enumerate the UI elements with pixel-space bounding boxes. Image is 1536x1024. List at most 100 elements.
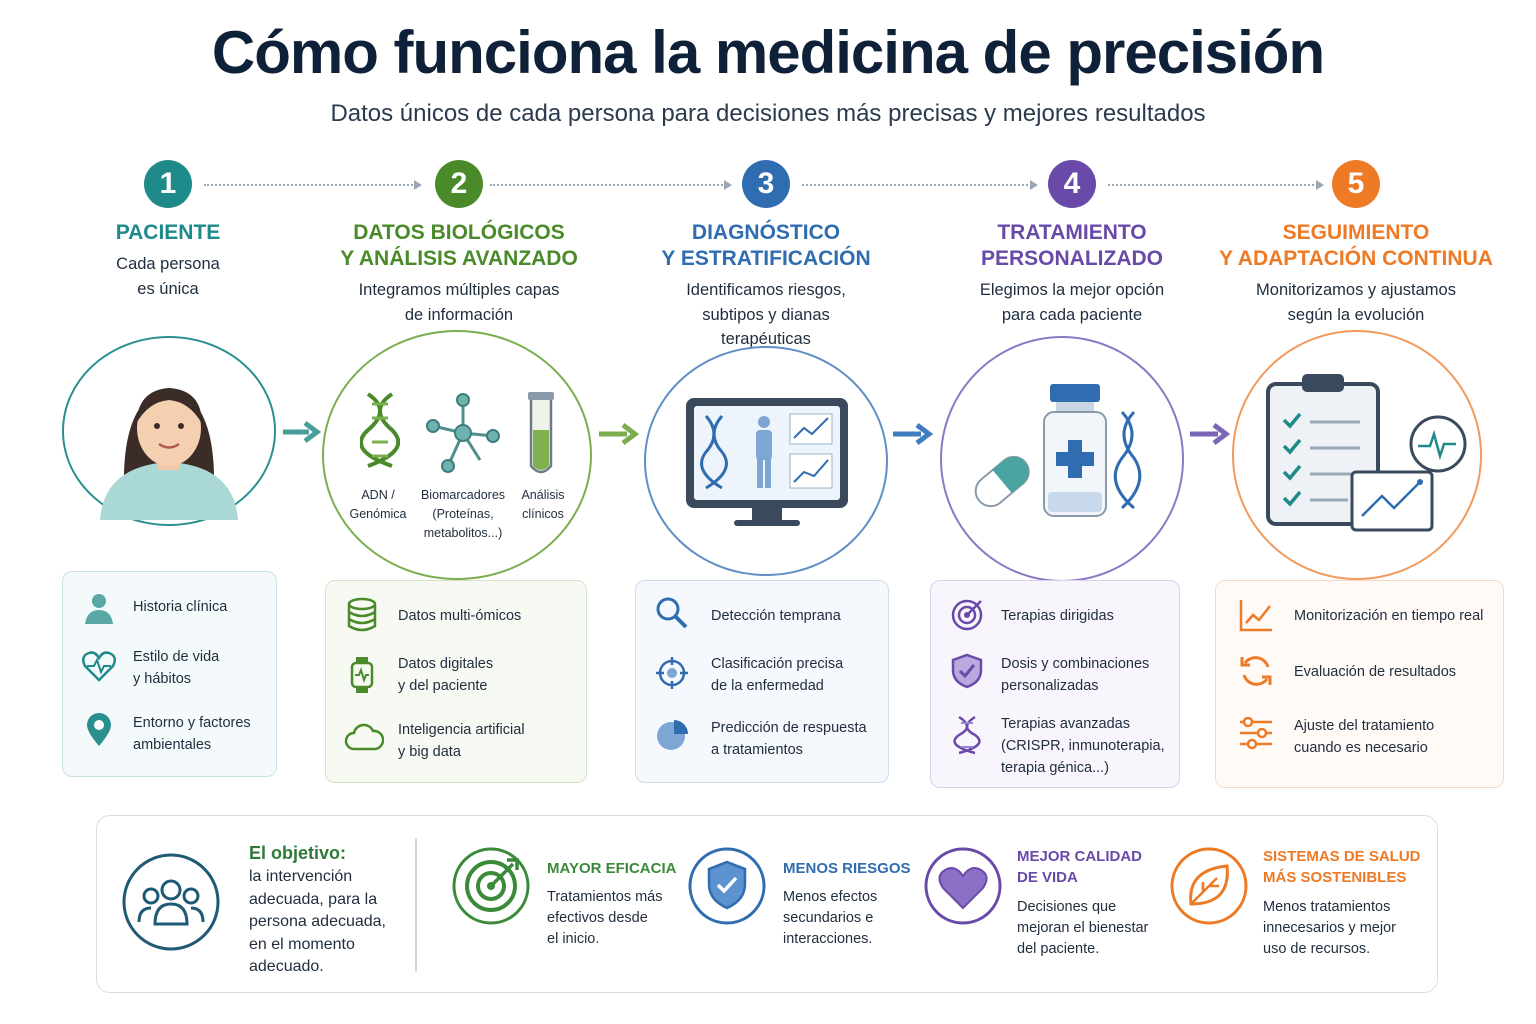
label-line: clínicos xyxy=(522,507,564,521)
step-title: PACIENTE xyxy=(18,220,318,246)
benefit-title: SISTEMAS DE SALUD MÁS SOSTENIBLES xyxy=(1263,846,1421,888)
crosshair-icon xyxy=(656,657,688,689)
item-line: Predicción de respuesta xyxy=(711,720,867,736)
item-line: Historia clínica xyxy=(133,599,228,615)
flow-arrow-1 xyxy=(283,421,321,443)
item-line: Datos digitales xyxy=(398,656,494,672)
item-text: Datos multi-ómicos xyxy=(398,605,598,627)
biodata-card: Datos multi-ómicos Datos digitales y del… xyxy=(325,580,587,783)
item-text: Dosis y combinaciones personalizadas xyxy=(1001,653,1201,697)
step-number-badge: 1 xyxy=(144,160,192,208)
target-arrow-icon xyxy=(452,847,530,925)
followup-circle xyxy=(1232,330,1482,580)
step-title-line: DATOS BIOLÓGICOS xyxy=(353,221,565,244)
woman-avatar-icon xyxy=(100,388,238,520)
biodata-label-clinical: Análisis clínicos xyxy=(510,486,576,524)
objective-title: El objetivo: xyxy=(249,843,347,863)
step-desc-line: terapéuticas xyxy=(721,330,811,348)
connector-1-2 xyxy=(204,180,422,190)
item-text: Detección temprana xyxy=(711,605,911,627)
database-icon xyxy=(347,597,377,632)
label-line: ADN / xyxy=(361,488,395,502)
group-people-icon xyxy=(122,853,220,951)
label-line: metabolitos...) xyxy=(423,526,503,540)
heart-pulse-icon xyxy=(81,651,117,682)
item-line: terapia génica...) xyxy=(1001,760,1110,776)
item-text: Estilo de vida y hábitos xyxy=(133,646,333,690)
step-desc-line: según la evolución xyxy=(1287,305,1425,324)
label-line: Biomarcadores xyxy=(420,488,506,502)
step-description: Elegimos la mejor opción para cada pacie… xyxy=(922,278,1222,327)
benefit-title-line: MÁS SOSTENIBLES xyxy=(1263,869,1407,886)
item-line: ambientales xyxy=(133,737,212,753)
step-title-line: PERSONALIZADO xyxy=(980,247,1163,270)
item-line: y del paciente xyxy=(398,678,488,694)
step-number-badge: 3 xyxy=(742,160,790,208)
benefit-title: MENOS RIESGOS xyxy=(783,858,911,879)
connector-3-4 xyxy=(802,180,1038,190)
step-description: Integramos múltiples capas de informació… xyxy=(304,278,614,327)
objective-line: adecuado. xyxy=(249,958,324,975)
item-line: Inteligencia artificial xyxy=(398,722,525,738)
leaf-icon xyxy=(1170,847,1248,925)
magnifier-icon xyxy=(656,597,688,629)
item-text: Terapias dirigidas xyxy=(1001,605,1201,627)
item-line: Evaluación de resultados xyxy=(1294,664,1457,680)
biodata-label-dna: ADN / Genómica xyxy=(338,486,418,524)
step-number-badge: 4 xyxy=(1048,160,1096,208)
biodata-circle xyxy=(322,330,592,580)
benefit-desc-line: efectivos desde xyxy=(547,910,648,926)
diagnosis-circle xyxy=(644,346,888,576)
patient-card: Historia clínica Estilo de vida y hábito… xyxy=(62,571,277,777)
step-desc-line: Identificamos riesgos, xyxy=(686,281,846,299)
benefit-title-line: DE VIDA xyxy=(1017,869,1078,886)
objective-line: en el momento xyxy=(249,935,355,953)
objective-text: El objetivo: la intervención adecuada, p… xyxy=(249,840,419,979)
treatment-card: Terapias dirigidas Dosis y combinaciones… xyxy=(930,580,1180,788)
item-line: Ajuste del tratamiento xyxy=(1294,718,1435,734)
benefit-description: Tratamientos más efectivos desde el inic… xyxy=(547,887,663,950)
step-seguimiento: 5 SEGUIMIENTO Y ADAPTACIÓN CONTINUA Moni… xyxy=(1206,160,1506,327)
item-text: Datos digitales y del paciente xyxy=(398,653,598,697)
step-title-line: Y ADAPTACIÓN CONTINUA xyxy=(1219,247,1493,270)
molecule-icon xyxy=(426,393,500,473)
dna-icon xyxy=(953,715,981,755)
step-title-line: DIAGNÓSTICO xyxy=(691,221,841,244)
cloud-icon xyxy=(344,723,384,751)
item-text: Historia clínica xyxy=(133,596,333,618)
treatment-circle xyxy=(940,336,1184,582)
followup-card: Monitorización en tiempo real Evaluación… xyxy=(1215,580,1504,788)
step-title-line: Y ANÁLISIS AVANZADO xyxy=(340,247,578,270)
benefit-title-line: MAYOR EFICACIA xyxy=(547,860,677,877)
item-text: Ajuste del tratamiento cuando es necesar… xyxy=(1294,715,1504,759)
step-desc-line: es única xyxy=(137,279,199,298)
location-pin-icon xyxy=(87,713,111,746)
step-desc-line: subtipos y dianas xyxy=(702,305,830,324)
benefit-title-line: SISTEMAS DE SALUD xyxy=(1263,848,1421,865)
flow-arrow-3 xyxy=(893,423,934,445)
benefit-desc-line: innecesarios y mejor xyxy=(1263,920,1396,936)
shield-check-icon xyxy=(951,653,983,689)
connector-2-3 xyxy=(490,180,732,190)
step-title: DIAGNÓSTICO Y ESTRATIFICACIÓN xyxy=(616,220,916,272)
benefit-desc-line: uso de recursos. xyxy=(1263,941,1371,957)
step-title-line: SEGUIMIENTO xyxy=(1282,221,1430,244)
item-line: Datos multi-ómicos xyxy=(398,608,522,624)
diagnosis-card: Detección temprana Clasificación precisa… xyxy=(635,580,889,783)
step-title: TRATAMIENTO PERSONALIZADO xyxy=(922,220,1222,272)
item-line: y hábitos xyxy=(133,671,192,687)
step-title: DATOS BIOLÓGICOS Y ANÁLISIS AVANZADO xyxy=(304,220,614,272)
item-line: (CRISPR, inmunoterapia, xyxy=(1001,738,1165,754)
benefit-desc-line: Menos efectos xyxy=(783,889,878,905)
item-text: Predicción de respuesta a tratamientos xyxy=(711,717,911,761)
item-line: personalizadas xyxy=(1001,678,1099,694)
item-line: Estilo de vida xyxy=(133,649,220,665)
step-title-line: TRATAMIENTO xyxy=(997,221,1147,244)
benefit-title-line: MEJOR CALIDAD xyxy=(1017,848,1143,865)
benefit-title: MEJOR CALIDAD DE VIDA xyxy=(1017,846,1142,888)
patient-circle xyxy=(62,336,276,526)
step-datos-biologicos: 2 DATOS BIOLÓGICOS Y ANÁLISIS AVANZADO I… xyxy=(304,160,614,327)
objective-panel: El objetivo: la intervención adecuada, p… xyxy=(96,815,1438,993)
refresh-icon xyxy=(1240,656,1272,686)
objective-line: la intervención xyxy=(249,868,353,885)
